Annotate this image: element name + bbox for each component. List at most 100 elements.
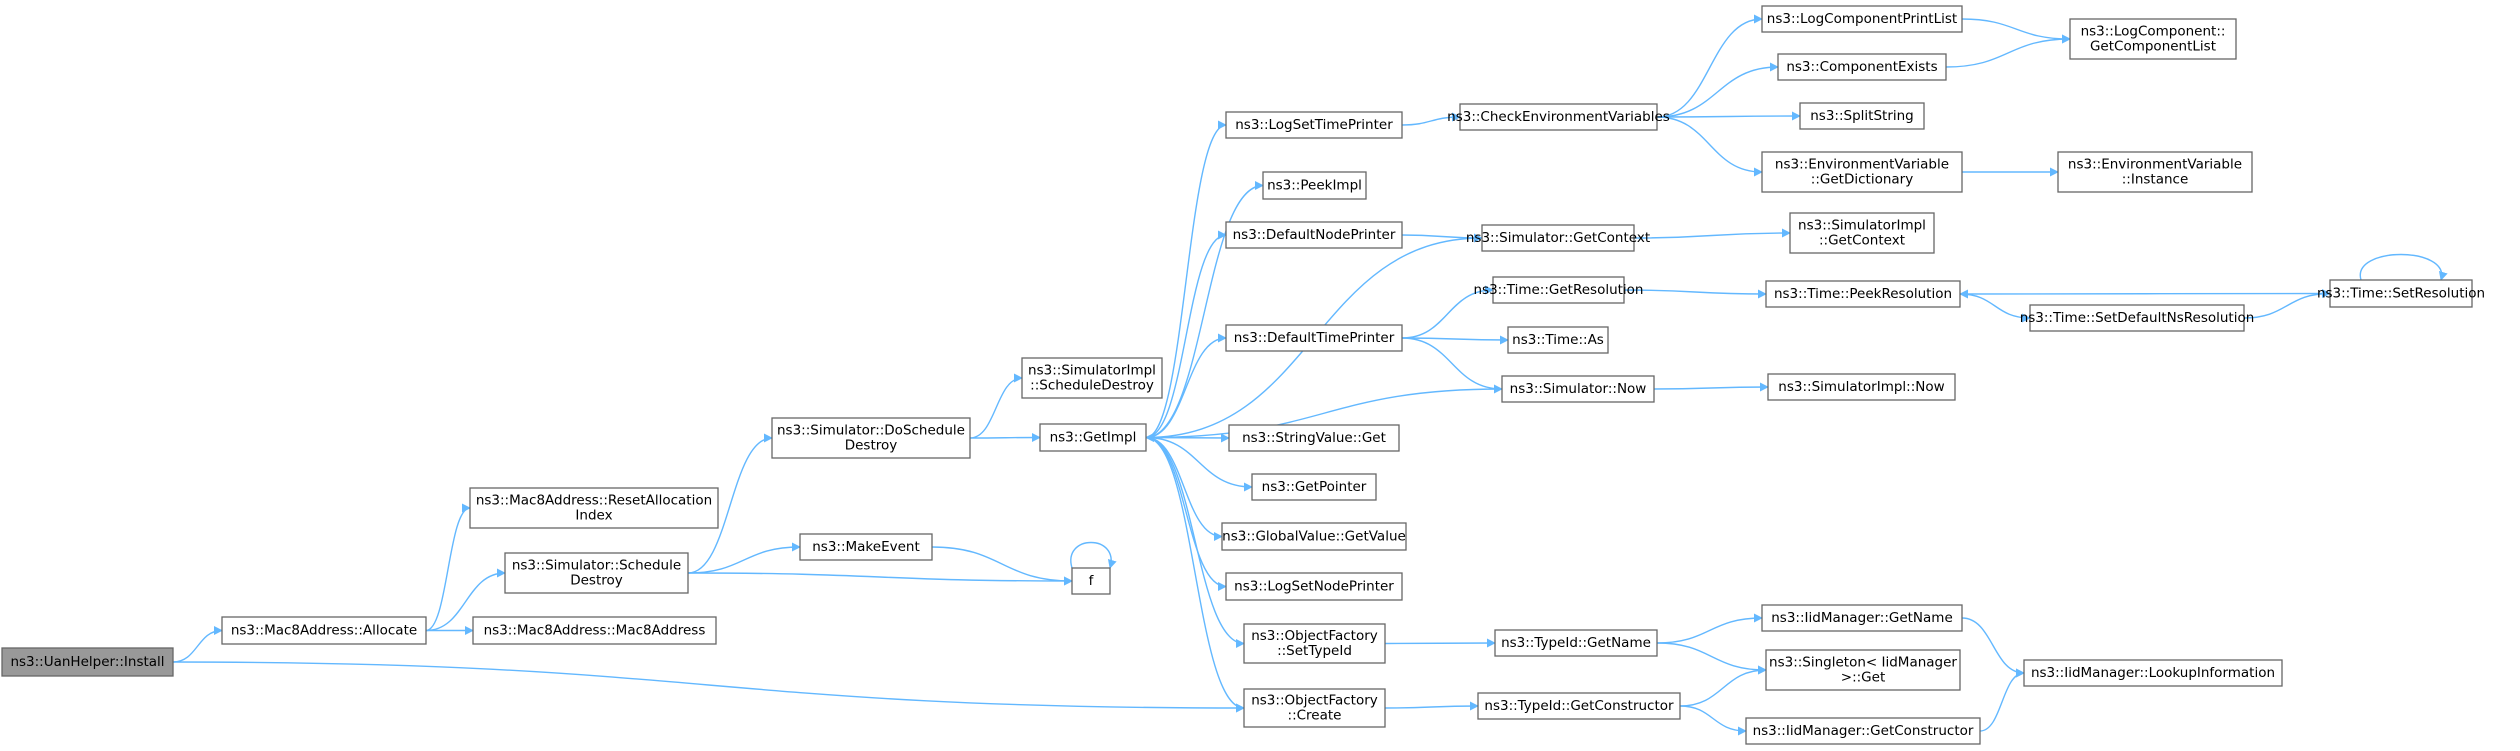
node-lookup[interactable]: ns3::IidManager::LookupInformation [2023,659,2283,687]
edge-settypeid-to-getname [1384,638,1496,648]
node-strget[interactable]: ns3::StringValue::Get [1228,424,1400,452]
node-box [1021,357,1163,399]
node-mac8ctor[interactable]: ns3::Mac8Address::Mac8Address [472,616,717,645]
edge-deftime-to-timeas [1401,335,1509,345]
edge-allocate-to-resetalloc [425,503,471,632]
node-checkenv[interactable]: ns3::CheckEnvironmentVariables [1447,103,1670,131]
node-box [1494,629,1658,657]
edge-arrow [1623,289,1767,299]
edge-setdefns-to-setres [2243,289,2331,319]
edge-arrow [1979,668,2025,732]
edge-getctor-to-iidctor [1679,705,1747,736]
edge-arrow [1401,335,1509,345]
edge-getctor-to-singleton [1679,665,1767,707]
edge-deftime-to-getres [1401,285,1494,339]
node-box [1262,171,1367,200]
node-label: ::Instance [2122,172,2189,188]
edge-arrow [1145,436,1245,648]
node-iidctor[interactable]: ns3::IidManager::GetConstructor [1745,717,1981,745]
node-install[interactable]: ns3::UanHelper::Install [1,647,174,677]
node-compexists[interactable]: ns3::ComponentExists [1777,53,1947,81]
node-logsetnode[interactable]: ns3::LogSetNodePrinter [1225,572,1403,601]
edge-arrow [969,433,1041,443]
edge-getimpl-to-create [1145,436,1245,713]
node-logcpl[interactable]: ns3::LogComponentPrintList [1761,5,1963,33]
node-box [2023,659,2283,687]
node-getres[interactable]: ns3::Time::GetResolution [1473,276,1644,304]
node-getname[interactable]: ns3::TypeId::GetName [1494,629,1658,657]
node-deftime[interactable]: ns3::DefaultTimePrinter [1225,324,1403,352]
edge-checkenv-to-splitstr [1656,111,1801,121]
node-box [472,616,717,645]
node-envinst[interactable]: ns3::EnvironmentVariable::Instance [2057,151,2253,193]
node-envdict[interactable]: ns3::EnvironmentVariable::GetDictionary [1761,151,1963,193]
node-implnow[interactable]: ns3::SimulatorImpl::Now [1767,373,1956,401]
edge-doschedule-to-implsched [969,373,1023,439]
node-lcgetlist[interactable]: ns3::LogComponent::GetComponentList [2069,18,2237,60]
node-peekres[interactable]: ns3::Time::PeekResolution [1765,280,1961,308]
edge-getctx-to-implctx [1633,228,1791,239]
node-singleton[interactable]: ns3::Singleton< IidManager>::Get [1765,649,1961,691]
node-label: ns3::SimulatorImpl [1028,363,1156,379]
edge-arrow [1945,34,2071,68]
node-label: ns3::Time::PeekResolution [1774,286,1952,302]
edge-compexists-to-lcgetlist [1945,34,2071,68]
edge-arrow [1145,436,1223,541]
edge-arrow [2359,253,2448,281]
node-box [1243,623,1386,664]
edge-setres-to-peekres [1959,289,2331,299]
node-getctx[interactable]: ns3::Simulator::GetContext [1466,224,1650,252]
node-implctx[interactable]: ns3::SimulatorImpl::GetContext [1789,212,1935,254]
edge-getname-to-singleton [1656,642,1767,675]
node-box [504,552,689,594]
node-label: ns3::ObjectFactory [1251,628,1378,644]
node-settypeid[interactable]: ns3::ObjectFactory::SetTypeId [1243,623,1386,664]
node-schedule[interactable]: ns3::Simulator::ScheduleDestroy [504,552,689,594]
node-label: ns3::Mac8Address::Mac8Address [484,623,706,639]
node-label: ns3::IidManager::GetName [1771,610,1953,626]
node-label: ns3::LogComponent:: [2081,24,2226,40]
node-defnode[interactable]: ns3::DefaultNodePrinter [1225,221,1403,249]
node-label: ns3::LogSetTimePrinter [1235,117,1393,133]
node-setres[interactable]: ns3::Time::SetResolution [2317,279,2485,308]
node-f[interactable]: f [1071,567,1111,595]
node-timeas[interactable]: ns3::Time::As [1507,326,1609,354]
node-getctor[interactable]: ns3::TypeId::GetConstructor [1477,692,1681,720]
node-label: ns3::Time::GetResolution [1473,282,1643,298]
node-allocate[interactable]: ns3::Mac8Address::Allocate [221,616,427,645]
node-label: ::GetContext [1819,233,1905,249]
edge-arrow [1401,112,1461,126]
edge-iidctor-to-lookup [1979,668,2025,732]
edge-arrow [172,626,223,663]
node-box [1777,53,1947,81]
edge-arrow [687,542,801,574]
node-label: ns3::UanHelper::Install [10,654,164,670]
node-peekimpl[interactable]: ns3::PeekImpl [1262,171,1367,200]
node-setdefns[interactable]: ns3::Time::SetDefaultNsResolution [2020,304,2255,332]
node-implsched[interactable]: ns3::SimulatorImpl::ScheduleDestroy [1021,357,1163,399]
node-getptr[interactable]: ns3::GetPointer [1251,473,1377,501]
node-label: ns3::Singleton< IidManager [1769,655,1957,671]
node-iidname[interactable]: ns3::IidManager::GetName [1761,604,1963,632]
node-gvget[interactable]: ns3::GlobalValue::GetValue [1221,522,1407,551]
node-getimpl[interactable]: ns3::GetImpl [1039,423,1147,452]
node-label: ns3::Mac8Address::Allocate [231,623,417,639]
node-create[interactable]: ns3::ObjectFactory::Create [1243,688,1386,728]
node-simnow[interactable]: ns3::Simulator::Now [1501,375,1655,403]
edge-getimpl-to-deftime [1145,333,1227,439]
node-label: Index [575,508,612,524]
edge-arrow [172,661,1245,713]
edge-arrow [1656,62,1779,118]
node-logsettime[interactable]: ns3::LogSetTimePrinter [1225,111,1403,139]
node-label: ns3::SimulatorImpl::Now [1778,379,1944,395]
node-splitstr[interactable]: ns3::SplitString [1799,102,1925,130]
node-box [1507,326,1609,354]
edge-arrow [1656,111,1801,121]
edge-arrow [1384,638,1496,648]
node-label: ns3::TypeId::GetName [1501,635,1651,651]
edge-doschedule-to-getimpl [969,433,1041,443]
node-makeevent[interactable]: ns3::MakeEvent [799,533,933,561]
node-label: ns3::DefaultTimePrinter [1234,330,1395,346]
